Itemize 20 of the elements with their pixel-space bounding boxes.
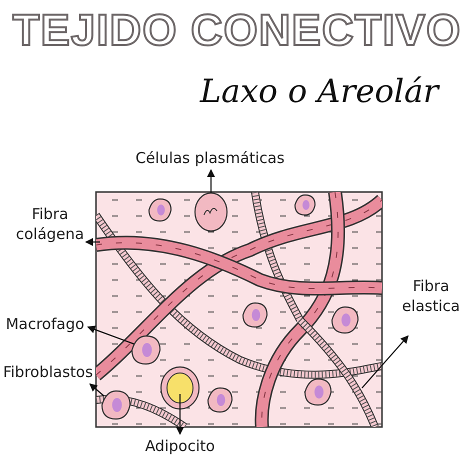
- leader-line: [176, 394, 184, 435]
- label: Fibra elastica: [396, 276, 466, 316]
- cell-drawing: [160, 366, 200, 410]
- title: TEJIDO CONECTIVO: [11, 6, 462, 56]
- label: Células plasmáticas: [120, 148, 300, 168]
- subtitle: Laxo o Areolár: [200, 72, 438, 110]
- leader-line: [207, 169, 215, 193]
- cell-drawing: [131, 335, 161, 365]
- label: Fibra colágena: [14, 204, 86, 244]
- leader-line: [89, 383, 104, 396]
- label: Fibroblastos: [2, 362, 94, 382]
- fiber-drawing: [297, 317, 379, 427]
- leader-line: [85, 238, 100, 246]
- fiber-drawing: [96, 236, 382, 296]
- cell-drawing: [194, 192, 228, 232]
- leader-line: [362, 335, 409, 388]
- leader-line: [87, 326, 134, 345]
- label: Adipocito: [135, 436, 225, 456]
- label: Macrofago: [4, 314, 86, 334]
- cell-drawing: [101, 390, 131, 420]
